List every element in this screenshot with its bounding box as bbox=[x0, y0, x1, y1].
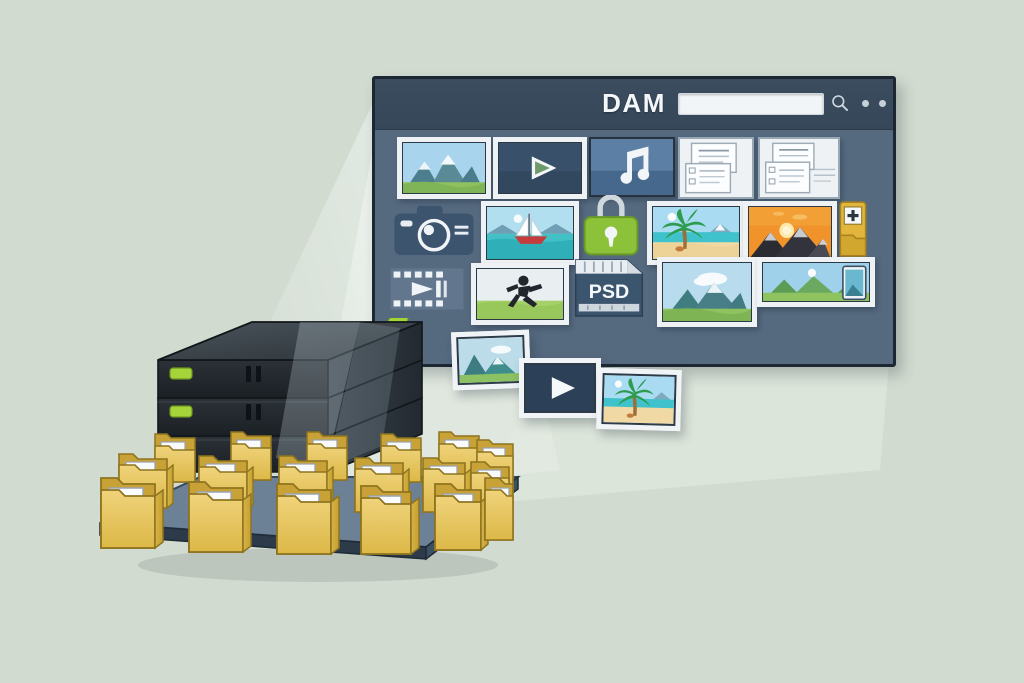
document-stack-icon bbox=[680, 139, 752, 197]
psd-label: PSD bbox=[589, 281, 629, 303]
asset-tile-mountain-photo[interactable] bbox=[397, 137, 491, 199]
music-note-icon bbox=[591, 139, 673, 195]
search-icon[interactable] bbox=[830, 93, 850, 113]
sailboat-photo-icon bbox=[486, 206, 574, 260]
document-stack-icon bbox=[760, 139, 838, 197]
asset-tile-sailboat[interactable] bbox=[481, 201, 579, 265]
asset-tile-camera[interactable] bbox=[391, 201, 477, 259]
asset-tile-audio[interactable] bbox=[589, 137, 675, 197]
floating-card-video[interactable] bbox=[519, 358, 601, 418]
asset-tile-palm-beach[interactable] bbox=[647, 201, 745, 265]
app-title: DAM bbox=[602, 88, 666, 118]
asset-tile-runner[interactable] bbox=[471, 263, 569, 325]
landscape-phone-icon bbox=[762, 262, 870, 302]
asset-tile-folder-add[interactable] bbox=[837, 199, 869, 259]
asset-tile-psd-file[interactable]: PSD bbox=[571, 257, 647, 319]
asset-tile-secure-vault[interactable] bbox=[580, 195, 642, 261]
asset-tile-video[interactable] bbox=[493, 137, 587, 199]
asset-tile-document[interactable] bbox=[678, 137, 754, 199]
camera-icon bbox=[394, 205, 474, 255]
palm-beach-photo-icon bbox=[652, 206, 740, 260]
mountain-photo-icon bbox=[662, 262, 752, 322]
screen-header: DAM bbox=[375, 79, 893, 130]
asset-tile-sunset[interactable] bbox=[743, 201, 837, 265]
palm-beach-photo-icon bbox=[601, 373, 677, 426]
film-strip-icon bbox=[390, 268, 464, 310]
video-play-icon bbox=[524, 363, 596, 413]
asset-tile-document[interactable] bbox=[758, 137, 840, 199]
mountain-photo-icon bbox=[402, 142, 486, 194]
psd-file-icon: PSD bbox=[574, 259, 644, 317]
asset-grid: PSD bbox=[375, 129, 893, 364]
folder-add-icon bbox=[839, 201, 867, 257]
search-input[interactable] bbox=[678, 93, 824, 115]
dam-screen: DAM bbox=[372, 76, 896, 367]
runner-photo-icon bbox=[476, 268, 564, 320]
floating-card-palm-beach[interactable] bbox=[596, 367, 682, 432]
mountain-photo-icon bbox=[456, 334, 526, 386]
asset-tile-landscape-phone[interactable] bbox=[757, 257, 875, 307]
sunset-photo-icon bbox=[748, 206, 832, 260]
play-button-icon bbox=[498, 142, 582, 194]
menu-dot-icon[interactable] bbox=[862, 100, 869, 107]
folder-array bbox=[95, 430, 515, 560]
asset-tile-film-strip[interactable] bbox=[389, 265, 465, 313]
menu-dot-icon[interactable] bbox=[879, 100, 886, 107]
asset-tile-mountain-photo[interactable] bbox=[657, 257, 757, 327]
floating-card-mountain[interactable] bbox=[451, 329, 531, 391]
lock-briefcase-icon bbox=[583, 195, 639, 256]
